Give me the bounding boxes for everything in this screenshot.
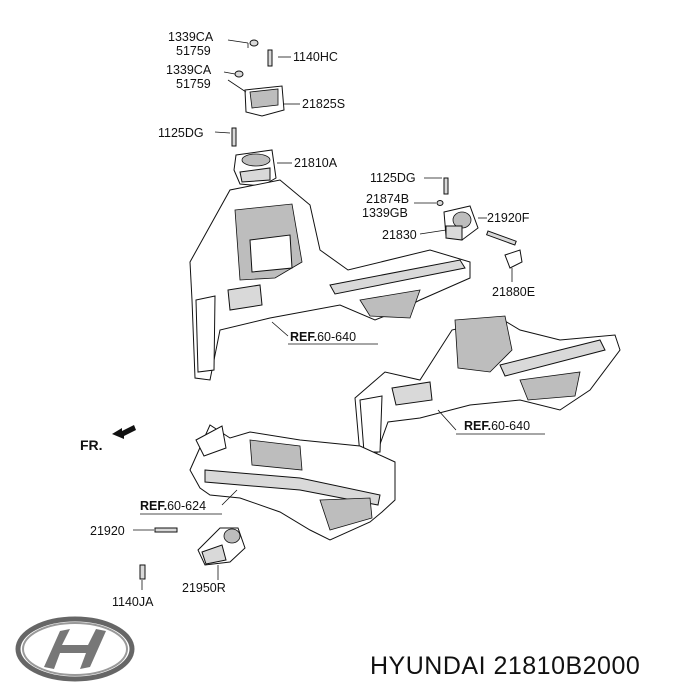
front-label: FR. [80,437,103,453]
part-labels: 1339CA 51759 1140HC 1339CA 51759 21825S … [80,30,535,609]
bolt-21920 [154,527,178,533]
bolt-1125dg-b [443,177,449,195]
label-21950r: 21950R [182,581,226,595]
label-21920: 21920 [90,524,125,538]
label-21830: 21830 [382,228,417,242]
ref-label-b: REF.60-640 [464,419,530,433]
label-21880e: 21880E [492,285,535,299]
clip-21874b [436,200,444,206]
leader-lines-lower [133,529,219,590]
label-21874b: 21874B [366,192,409,206]
nut-1339ca-b [234,70,244,78]
sub-frame [189,424,396,541]
bolt-1140ja [139,564,146,580]
label-1140hc: 1140HC [293,50,338,64]
ref-label-c: REF.60-624 [140,499,206,513]
label-21920f: 21920F [487,211,530,225]
label-21825s: 21825S [302,97,345,111]
leader-lines-upper [214,39,300,164]
bolt-1125dg-a [231,127,237,147]
front-direction-arrow-icon [112,425,136,439]
label-1339gb: 1339GB [362,206,408,220]
hyundai-logo-icon [15,616,135,682]
front-side-member-left [189,179,471,381]
label-51759-b: 51759 [176,77,211,91]
leader-lines-right [414,177,513,282]
bolt-21920f [485,230,517,246]
roll-mount-parts [139,527,246,580]
label-1140ja: 1140JA [112,595,154,609]
label-21810a: 21810A [294,156,338,170]
label-51759-a: 51759 [176,44,211,58]
ref-label-a: REF.60-640 [290,330,356,344]
label-1125dg-b: 1125DG [370,171,416,185]
front-side-member-right [354,315,621,459]
bolt-1140hc [267,49,273,67]
ref-leaders [140,321,545,515]
transmission-mount-parts [436,177,523,269]
engine-mount-upper-parts [231,39,285,187]
label-1339ca-b: 1339CA [166,63,212,77]
label-1339ca-a: 1339CA [168,30,214,44]
bracket-21880e [504,249,523,269]
label-1125dg-a: 1125DG [158,126,204,140]
brand-part-number: HYUNDAI 21810B2000 [370,652,641,680]
nut-1339ca-a [249,39,259,47]
